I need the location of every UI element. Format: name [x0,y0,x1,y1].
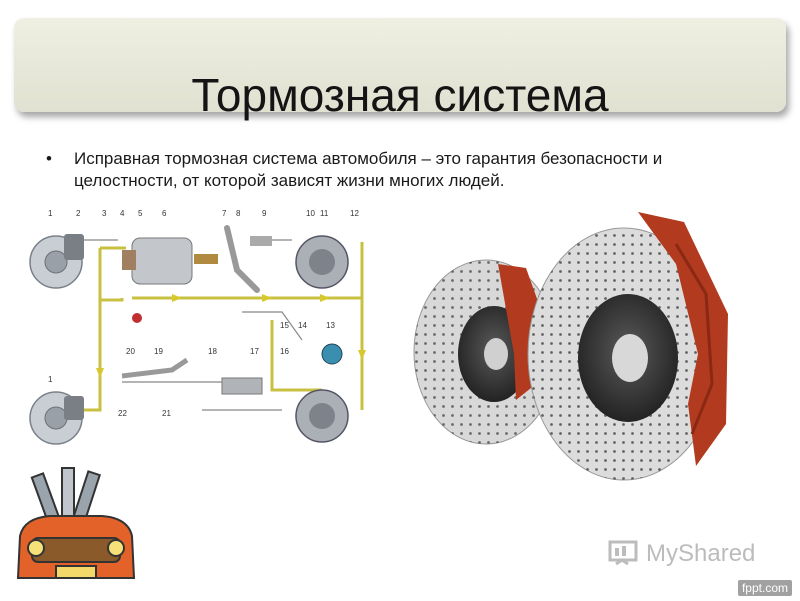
label-22: 22 [118,409,127,418]
bullet-text: Исправная тормозная система автомобиля –… [74,149,663,190]
fppt-credit[interactable]: fppt.com [737,580,792,596]
label-12: 12 [350,209,359,218]
small-brake-disc [413,259,559,445]
presentation-screen-icon [606,536,642,572]
label-19: 19 [154,347,163,356]
label-3: 3 [102,209,107,218]
slide-title: Тормозная система [191,69,609,121]
myshared-watermark: MyShared [606,536,776,576]
bullet-dot: • [46,149,52,168]
label-1-bottom: 1 [48,375,53,384]
label-13: 13 [326,321,335,330]
label-16: 16 [280,347,289,356]
label-14: 14 [298,321,307,330]
large-brake-disc [527,212,728,481]
label-2: 2 [76,209,81,218]
label-5: 5 [138,209,143,218]
label-4: 4 [120,209,125,218]
watermark-brand: MyShared [646,540,756,567]
label-6: 6 [162,209,167,218]
label-18: 18 [208,347,217,356]
label-7: 7 [222,209,227,218]
title-bar: Тормозная система [14,18,786,121]
brake-system-schematic: 1 2 3 4 5 6 7 8 9 10 11 12 15 14 13 20 1… [22,200,380,456]
label-1-top: 1 [48,209,53,218]
front-right-brake-drum [295,235,349,289]
label-8: 8 [236,209,241,218]
rear-left-brake-disc [29,391,84,445]
front-left-brake-disc [29,234,84,289]
label-21: 21 [162,409,171,418]
brake-pedal [224,225,272,293]
label-9: 9 [262,209,267,218]
label-20: 20 [126,347,135,356]
mechanic-car-logo-icon [10,466,142,596]
brake-booster [122,237,218,285]
rear-right-brake-drum [295,389,349,443]
label-10: 10 [306,209,315,218]
brake-discs-photo [376,204,774,500]
label-11: 11 [320,209,329,218]
label-17: 17 [250,347,259,356]
label-15: 15 [280,321,289,330]
